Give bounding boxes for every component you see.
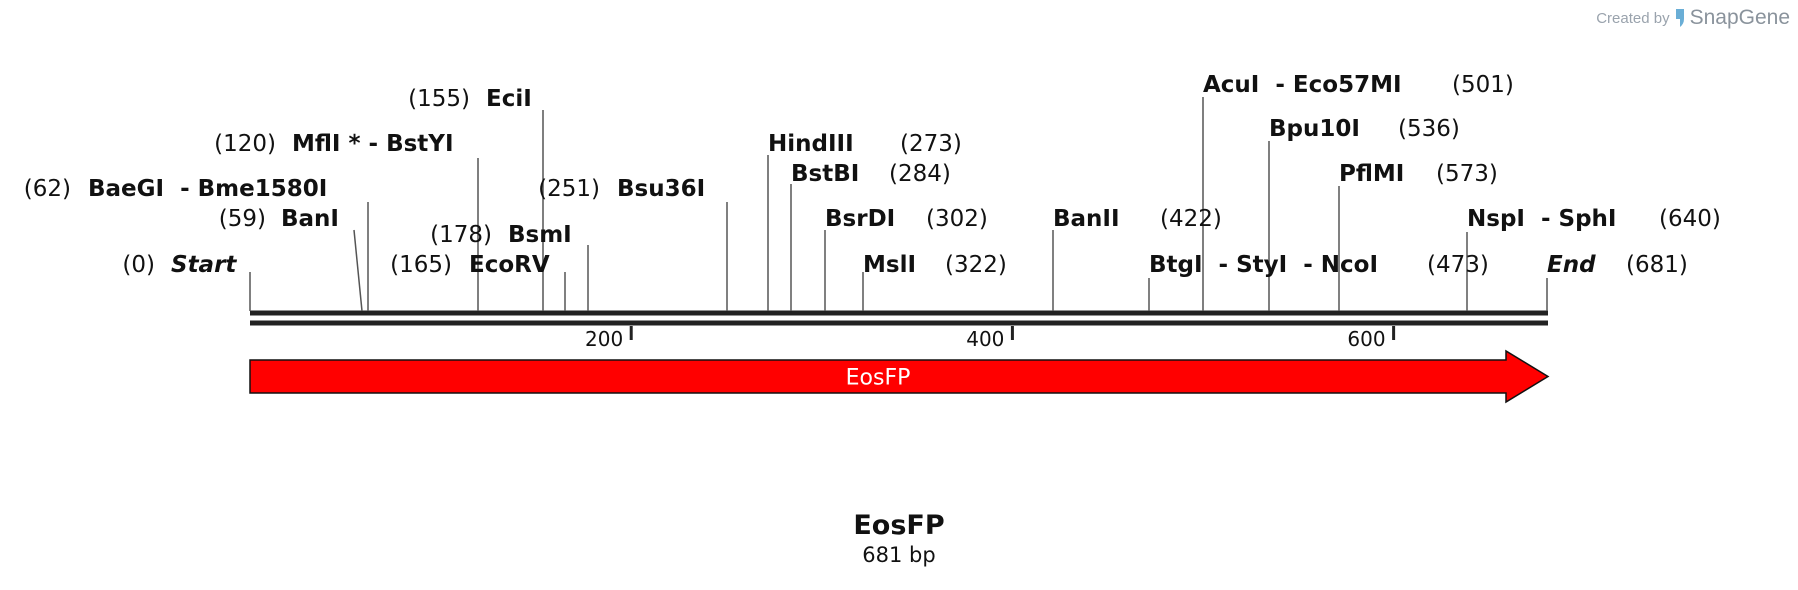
site-pos-bsmi: (178): [430, 222, 492, 248]
feature-arrow[interactable]: [249, 349, 1550, 404]
site-pos-baegi: (62): [24, 176, 71, 202]
site-pos-ecii: (155): [408, 86, 470, 112]
site-pos-banii: (422): [1160, 206, 1222, 232]
site-pos-mfli: (120): [214, 131, 276, 157]
site-label-btgi[interactable]: BtgI - StyI - NcoI: [1149, 252, 1378, 278]
sequence-name: EosFP: [853, 510, 945, 541]
sequence-title-block: EosFP 681 bp: [0, 510, 1798, 567]
site-label-acui[interactable]: AcuI - Eco57MI: [1203, 72, 1402, 98]
scale-tick-label-400: 400: [966, 327, 1004, 351]
site-label-start[interactable]: Start: [171, 252, 237, 278]
snapgene-credit: Created by SnapGene: [1596, 6, 1790, 30]
site-pos-nspi: (640): [1659, 206, 1721, 232]
site-label-hindiii[interactable]: HindIII: [768, 131, 854, 157]
feature-label: EosFP: [846, 366, 911, 391]
site-pos-pflmi: (573): [1436, 161, 1498, 187]
site-pos-bsrdi: (302): [926, 206, 988, 232]
site-labels: (0) Start (59) BanI (62) BaeGI - Bme1580…: [24, 72, 1721, 278]
scale-tick-label-200: 200: [585, 327, 623, 351]
site-label-bstbi[interactable]: BstBI: [791, 161, 859, 187]
site-pos-ecorv: (165): [390, 252, 452, 278]
site-pos-bani: (59): [219, 206, 266, 232]
site-pos-msli: (322): [945, 252, 1007, 278]
site-label-bpu10i[interactable]: Bpu10I: [1269, 116, 1360, 142]
site-pos-hindiii: (273): [900, 131, 962, 157]
credit-brand: SnapGene: [1689, 6, 1790, 29]
site-label-end[interactable]: End: [1547, 252, 1596, 278]
credit-prefix: Created by: [1596, 9, 1670, 27]
scale-ticks: 200 400 600: [585, 326, 1396, 351]
scale-tick-label-600: 600: [1347, 327, 1385, 351]
site-pos-bsu36i: (251): [538, 176, 600, 202]
feature-eosfp[interactable]: EosFP: [249, 349, 1550, 404]
site-label-bsu36i[interactable]: Bsu36I: [617, 176, 705, 202]
site-label-msli[interactable]: MslI: [863, 252, 916, 278]
site-pos-start: (0): [122, 252, 155, 278]
site-label-ecii[interactable]: EciI: [486, 86, 532, 112]
site-label-bsrdi[interactable]: BsrDI: [825, 206, 895, 232]
snapgene-logo-icon: [1675, 9, 1684, 27]
site-label-bani[interactable]: BanI: [281, 206, 339, 232]
site-label-baegi[interactable]: BaeGI - Bme1580I: [88, 176, 327, 202]
site-line-bani: [353, 229, 363, 312]
site-leader-lines: [249, 97, 1548, 312]
site-label-bsmi[interactable]: BsmI: [508, 222, 572, 248]
site-pos-acui: (501): [1452, 72, 1514, 98]
site-label-mfli[interactable]: MflI * - BstYI: [292, 131, 454, 157]
site-label-pflmi[interactable]: PflMI: [1339, 161, 1404, 187]
site-pos-bstbi: (284): [889, 161, 951, 187]
site-label-ecorv[interactable]: EcoRV: [469, 252, 550, 278]
site-label-banii[interactable]: BanII: [1053, 206, 1120, 232]
site-pos-end: (681): [1626, 252, 1688, 278]
site-pos-bpu10i: (536): [1398, 116, 1460, 142]
site-pos-btgi: (473): [1427, 252, 1489, 278]
sequence-length: 681 bp: [862, 543, 936, 567]
site-label-nspi[interactable]: NspI - SphI: [1467, 206, 1617, 232]
